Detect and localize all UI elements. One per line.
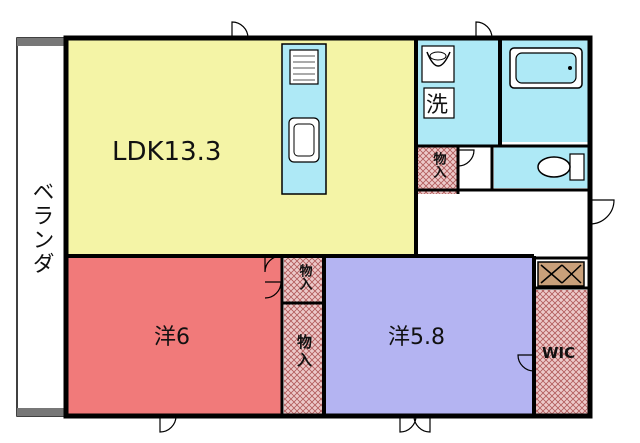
walls bbox=[63, 35, 593, 419]
door-swings bbox=[159, 21, 615, 433]
western-room-2-label: 洋5.8 bbox=[388, 325, 445, 350]
ldk-room bbox=[68, 40, 416, 254]
laundry-label: 洗 bbox=[426, 93, 448, 118]
storage-closet-1 bbox=[284, 258, 324, 302]
storage-label-3: 物入 bbox=[431, 151, 447, 178]
storage-closet-2 bbox=[284, 304, 324, 414]
shoe-cupboard bbox=[537, 261, 585, 287]
ldk-label: LDK13.3 bbox=[112, 137, 221, 167]
wic-label: WIC bbox=[542, 344, 575, 362]
western-room-1-label: 洋6 bbox=[154, 325, 190, 350]
washbasin-icon bbox=[421, 45, 455, 83]
storage-closet-3 bbox=[418, 146, 458, 194]
storage-label-2: 物入 bbox=[295, 333, 313, 370]
veranda-label: ベランダ bbox=[29, 180, 54, 276]
western-room-2 bbox=[325, 258, 533, 414]
bathtub-icon bbox=[509, 47, 583, 89]
storage-label-1: 物入 bbox=[297, 263, 313, 290]
western-room-1 bbox=[68, 258, 282, 414]
laundry-pan bbox=[423, 87, 455, 119]
wic-room bbox=[536, 290, 588, 414]
toilet-icon bbox=[537, 153, 585, 181]
kitchen-counter bbox=[281, 43, 327, 195]
veranda bbox=[16, 37, 66, 417]
